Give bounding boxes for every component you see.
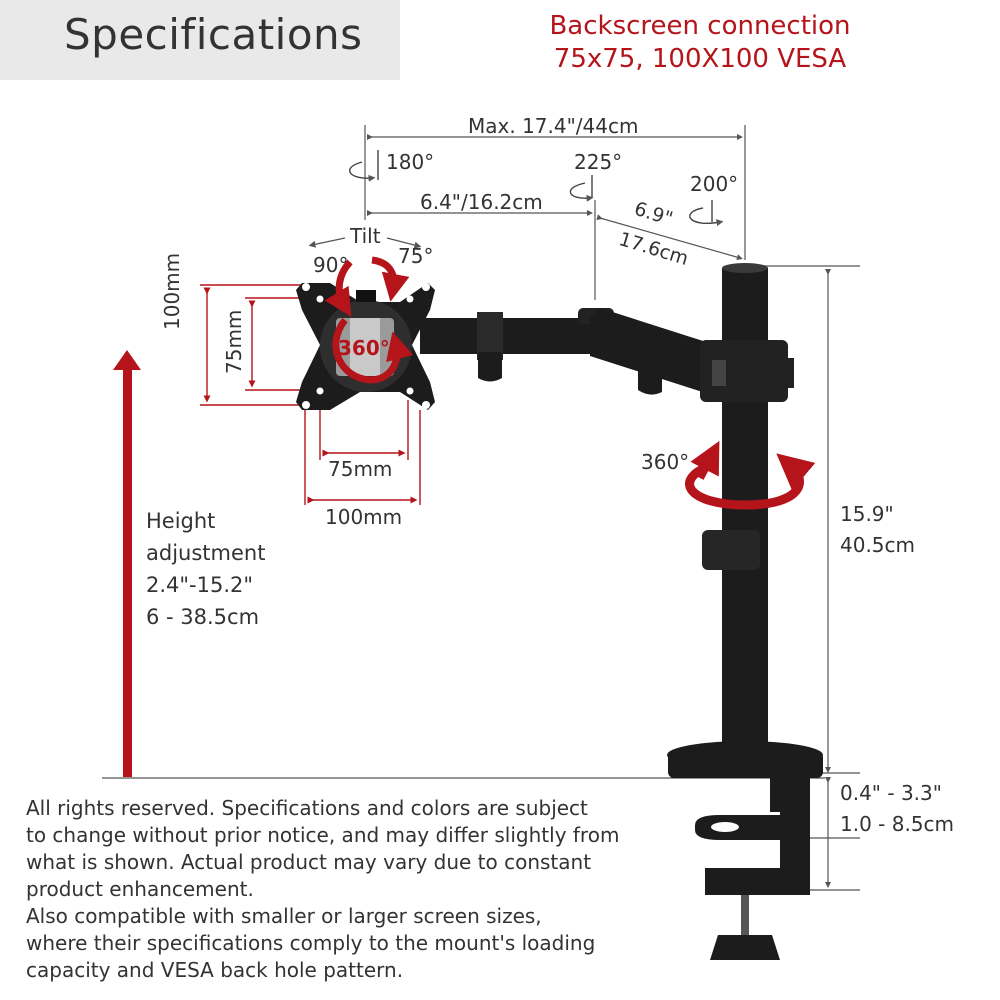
height-adjustment-info: Height adjustment 2.4"-15.2" 6 - 38.5cm	[146, 505, 265, 633]
disclaimer-line: what is shown. Actual product may vary d…	[26, 850, 592, 874]
vesa-width-75-label: 75mm	[328, 457, 393, 481]
height-adjustment-line-4: 6 - 38.5cm	[146, 605, 260, 629]
arm-outer	[590, 308, 725, 396]
disclaimer-line: to change without prior notice, and may …	[26, 823, 620, 847]
vesa-height-75-label: 75mm	[222, 309, 246, 374]
tilt-arrows	[308, 237, 422, 249]
disclaimer-line: product enhancement.	[26, 877, 254, 901]
height-adjustment-line-3: 2.4"-15.2"	[146, 573, 254, 597]
max-reach-label: Max. 17.4"/44cm	[468, 114, 639, 138]
disclaimer-text: All rights reserved. Specifications and …	[26, 795, 666, 984]
plate-rotation-arrow	[332, 317, 414, 384]
tilt-label: Tilt	[350, 224, 381, 248]
connection-line-1: Backscreen connection	[549, 11, 851, 41]
desk-clamp	[667, 741, 823, 960]
vesa-width-100-label: 100mm	[325, 505, 403, 529]
max-reach-dimension	[364, 125, 746, 300]
vesa-height-100-label: 100mm	[160, 252, 184, 330]
pole-swivel-arrow	[685, 453, 816, 510]
header-box	[0, 0, 400, 80]
rotation-icon-225	[569, 175, 594, 202]
arm-inner-label: 6.4"/16.2cm	[420, 190, 543, 214]
height-arrow	[113, 350, 141, 777]
pole-height-inch-label: 15.9"	[840, 502, 894, 526]
pole-height-cm-label: 40.5cm	[840, 533, 916, 557]
disclaimer-line: where their specifications comply to the…	[26, 931, 596, 955]
connection-info: Backscreen connection 75x75, 100X100 VES…	[520, 10, 880, 76]
rotation-180-label: 180°	[386, 150, 435, 174]
rotation-200-label: 200°	[690, 172, 739, 196]
tilt-75-label: 75°	[398, 244, 434, 268]
vesa-dimensions	[200, 284, 421, 505]
tilt-arrow-left	[324, 259, 353, 317]
disclaimer-line: Also compatible with smaller or larger s…	[26, 904, 542, 928]
arm-inner	[420, 308, 614, 382]
tilt-90-label: 90°	[313, 253, 349, 277]
rotation-225-label: 225°	[574, 150, 623, 174]
clamp-range-cm-label: 1.0 - 8.5cm	[840, 812, 955, 836]
clamp-range-inch-label: 0.4" - 3.3"	[840, 781, 942, 805]
pole-swivel-label: 360°	[641, 450, 690, 474]
height-adjustment-line-2: adjustment	[146, 541, 266, 565]
page-title: Specifications	[64, 10, 363, 59]
rotation-icon-200	[689, 200, 724, 227]
disclaimer-line: All rights reserved. Specifications and …	[26, 796, 588, 820]
connection-line-2: 75x75, 100X100 VESA	[553, 44, 847, 74]
disclaimer-line: capacity and VESA back hole pattern.	[26, 958, 404, 982]
tilt-arrow-right	[371, 256, 410, 302]
height-adjustment-line-1: Height	[146, 509, 216, 533]
rotation-icon-180	[348, 150, 379, 182]
plate-rotation-label: 360°	[338, 336, 390, 360]
